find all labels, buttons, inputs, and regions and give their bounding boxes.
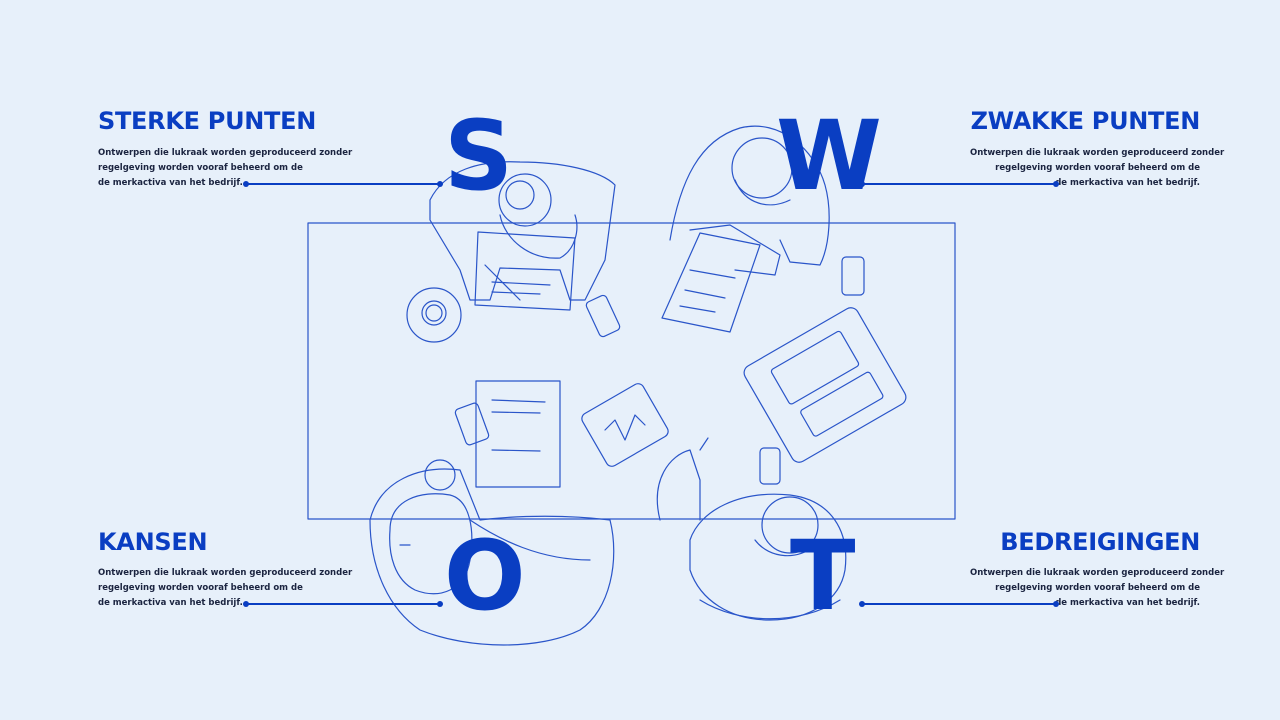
opportunities-connector: [246, 603, 440, 605]
opportunities-connector-end-dot: [437, 601, 443, 607]
person-bottom-right: [656, 437, 847, 621]
laptop: [743, 307, 907, 463]
opportunities-line-3: de merkactiva van het bedrijf.: [98, 598, 243, 608]
threats-description: Ontwerpen die lukraak worden geproduceer…: [970, 566, 1225, 611]
weaknesses-description: Ontwerpen die lukraak worden geproduceer…: [970, 146, 1225, 191]
strengths-connector-end-dot: [437, 181, 443, 187]
threats-heading: BEDREIGINGEN: [1000, 528, 1200, 556]
strengths-description: Ontwerpen die lukraak worden geproduceer…: [98, 146, 353, 191]
opportunities-line-2: regelgeving worden vooraf beheerd om de: [98, 583, 303, 593]
phone-3: [454, 402, 490, 446]
strengths-connector: [246, 183, 440, 185]
weaknesses-line-2: regelgeving worden vooraf beheerd om de: [995, 163, 1200, 173]
letter-o: O: [444, 520, 526, 632]
weaknesses-connector: [862, 183, 1056, 185]
threats-connector-end-dot: [1053, 601, 1059, 607]
phone-2: [841, 256, 865, 296]
weaknesses-connector-end-dot: [1053, 181, 1059, 187]
phone-1: [585, 294, 621, 338]
strengths-line-1: Ontwerpen die lukraak worden geproduceer…: [98, 148, 353, 158]
person-bottom-left: [369, 459, 615, 646]
threats-line-1: Ontwerpen die lukraak worden geproduceer…: [970, 568, 1225, 578]
letter-t: T: [790, 520, 856, 632]
opportunities-heading: KANSEN: [98, 528, 208, 556]
strengths-heading: STERKE PUNTEN: [98, 107, 316, 135]
coffee-cup: [406, 287, 462, 343]
weaknesses-line-3: de merkactiva van het bedrijf.: [1055, 178, 1200, 188]
opportunities-description: Ontwerpen die lukraak worden geproduceer…: [98, 566, 353, 611]
threats-line-2: regelgeving worden vooraf beheerd om de: [995, 583, 1200, 593]
weaknesses-heading: ZWAKKE PUNTEN: [970, 107, 1201, 135]
strengths-line-2: regelgeving worden vooraf beheerd om de: [98, 163, 303, 173]
person-top-left: [429, 161, 616, 311]
opportunities-line-1: Ontwerpen die lukraak worden geproduceer…: [98, 568, 353, 578]
person-top-right: [661, 125, 830, 333]
table-outline: [307, 222, 956, 520]
document-center: [475, 380, 561, 488]
strengths-line-3: de merkactiva van het bedrijf.: [98, 178, 243, 188]
threats-line-3: de merkactiva van het bedrijf.: [1055, 598, 1200, 608]
letter-w: W: [776, 100, 882, 212]
tablet: [581, 383, 669, 467]
threats-connector: [862, 603, 1056, 605]
letter-s: S: [444, 100, 514, 212]
phone-4: [759, 447, 781, 485]
weaknesses-line-1: Ontwerpen die lukraak worden geproduceer…: [970, 148, 1225, 158]
